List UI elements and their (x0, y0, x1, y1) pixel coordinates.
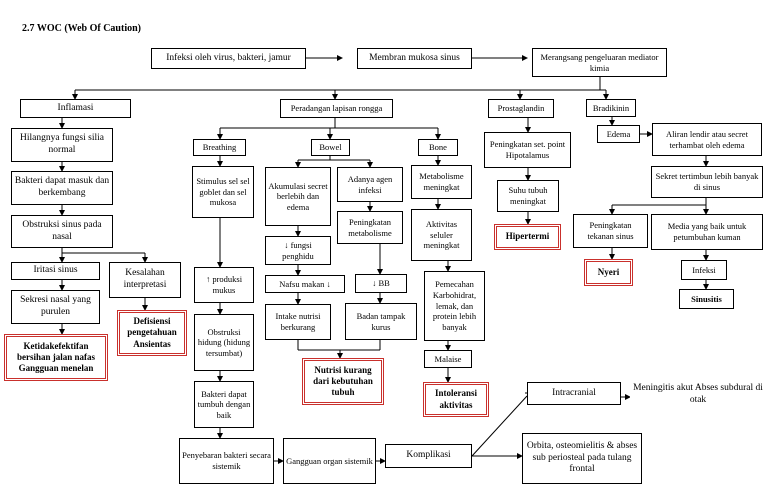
node-inflamasi: Inflamasi (20, 99, 131, 118)
node-peningkatan-tekanan: Peningkatan tekanan sinus (573, 214, 648, 248)
node-produksi-mukus: ↑ produksi mukus (194, 267, 254, 303)
node-fungsi-penghidu: ↓ fungsi penghidu (265, 236, 331, 265)
node-bowel: Bowel (311, 139, 350, 156)
node-nafsu-makan: Nafsu makan ↓ (265, 275, 345, 293)
node-iritasi-sinus: Iritasi sinus (11, 262, 100, 280)
page-title: 2.7 WOC (Web Of Caution) (22, 23, 141, 34)
node-membran-mukosa: Membran mukosa sinus (357, 48, 472, 69)
node-bradikinin: Bradikinin (586, 99, 636, 117)
node-pemecahan-karbohidrat: Pemecahan Karbohidrat, lemak, dan protei… (424, 271, 485, 341)
node-media-kuman: Media yang baik untuk petumbuhan kuman (651, 214, 763, 250)
node-kesalahan-interpretasi: Kesalahan interpretasi (109, 262, 181, 298)
node-sekret-tertimbun: Sekret tertimbun lebih banyak di sinus (651, 166, 763, 198)
node-badan-kurus: Badan tampak kurus (345, 303, 417, 340)
node-stimulus-goblet: Stimulus sel sel goblet dan sel mukosa (192, 166, 254, 218)
node-aktivitas-seluler: Aktivitas seluler meningkat (411, 209, 472, 261)
node-obstruksi-nasal: Obstruksi sinus pada nasal (11, 215, 113, 248)
node-merangsang: Merangsang pengeluaran mediator kimia (532, 48, 667, 77)
node-intake-nutrisi: Intake nutrisi berkurang (265, 304, 331, 340)
node-orbita: Orbita, osteomielitis & abses sub perios… (522, 433, 642, 484)
node-intracranial: Intracranial (527, 382, 621, 405)
node-sekresi-nasal: Sekresi nasal yang purulen (11, 290, 100, 324)
node-bb: ↓ BB (355, 274, 407, 293)
node-edema: Edema (597, 125, 640, 143)
node-bakteri-tumbuh: Bakteri dapat tumbuh dengan baik (194, 381, 254, 428)
node-meningitis: Meningitis akut Abses subdural di otak (630, 378, 766, 412)
node-gangguan-organ: Gangguan organ sistemik (283, 438, 376, 484)
diagnosis-nutrisi: Nutrisi kurang dari kebutuhan tubuh (302, 358, 384, 405)
diagnosis-nyeri: Nyeri (584, 259, 633, 286)
node-penyebaran-bakteri: Penyebaran bakteri secara sistemik (179, 438, 274, 484)
node-infeksi: Infeksi oleh virus, bakteri, jamur (151, 48, 306, 69)
node-peningkatan-set-point: Peningkatan set. point Hipotalamus (484, 132, 571, 168)
diagnosis-jalan-nafas: Ketidakefektifan bersihan jalan nafas Ga… (4, 334, 108, 381)
diagnosis-pengetahuan: Defisiensi pengetahuan Ansientas (117, 310, 187, 356)
node-suhu-tubuh: Suhu tubuh meningkat (497, 180, 559, 212)
node-hilangnya-fungsi: Hilangnya fungsi silia normal (11, 128, 113, 162)
node-peradangan: Peradangan lapisan rongga (280, 99, 393, 118)
node-akumulasi-secret: Akumulasi secret berlebih dan edema (265, 167, 331, 226)
node-aliran-lendir: Aliran lendir atau secret terhambat oleh… (652, 123, 762, 156)
node-adanya-agen: Adanya agen infeksi (337, 167, 403, 202)
node-breathing: Breathing (193, 139, 246, 156)
node-bakteri-masuk: Bakteri dapat masuk dan berkembang (11, 171, 113, 205)
diagnosis-hipertermi: Hipertermi (494, 224, 561, 250)
node-obstruksi-hidung: Obstruksi hidung (hidung tersumbat) (194, 314, 254, 371)
diagnosis-intoleransi: Intoleransi aktivitas (423, 382, 489, 417)
node-peningkatan-metabolisme: Peningkatan metabolisme (337, 211, 403, 244)
node-sinusitis: Sinusitis (679, 289, 734, 309)
node-malaise: Malaise (424, 350, 472, 368)
node-infeksi-bradikinin: Infeksi (681, 260, 727, 280)
node-metabolisme-meningkat: Metabolisme meningkat (411, 165, 472, 199)
node-komplikasi: Komplikasi (385, 444, 472, 468)
node-bone: Bone (418, 139, 458, 156)
node-prostaglandin: Prostaglandin (488, 99, 554, 118)
